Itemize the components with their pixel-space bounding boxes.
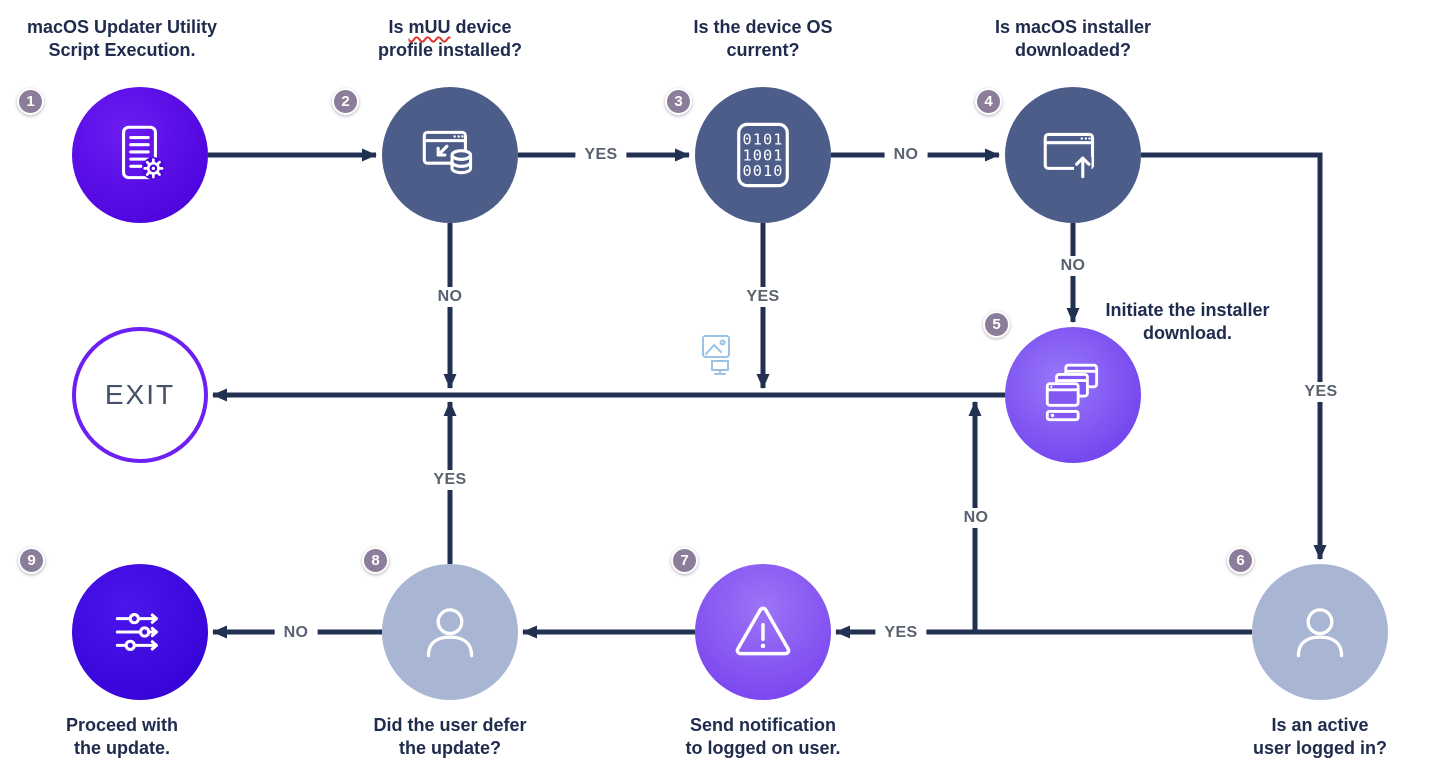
step-8-badge: 8 [362,547,389,574]
edge-label-n6-n7: YES [875,623,927,643]
step-3-number: 3 [674,93,683,110]
step-5-number: 5 [992,316,1001,333]
step-7-number: 7 [680,552,689,569]
step-6-number: 6 [1236,552,1245,569]
node-7-send-notification: 7 [671,547,831,700]
step-1-number: 1 [26,93,35,110]
step-6-badge: 6 [1227,547,1254,574]
node-6-label: Is an active user logged in? [1252,715,1387,758]
binary-line-3: 0010 [742,162,783,180]
cascading-windows-icon [1045,363,1099,422]
edge-label-n8-exit: YES [424,470,476,490]
edge-label-n2-exit: NO [428,287,472,307]
arrow-n4-n6 [1141,152,1327,560]
step-5-badge: 5 [983,311,1010,338]
edge-label-n3-n4: NO [884,145,928,165]
sliders-icon [115,612,158,652]
node-5-circle [1005,327,1141,463]
binary-line-2: 1001 [742,146,783,164]
node-exit: EXIT [72,327,208,463]
node-1-label: macOS Updater Utility Script Execution. [26,17,218,60]
node-8-user-defer: 8 [362,547,518,700]
node-7-label: Send notification to logged on user. [685,715,841,758]
image-placeholder-icon [702,335,730,375]
step-9-number: 9 [27,552,36,569]
node-3-label: Is the device OS current? [693,17,833,60]
node-8-label: Did the user defer the update? [373,715,527,758]
step-9-badge: 9 [18,547,45,574]
node-4-circle [1005,87,1141,223]
node-2-circle [382,87,518,223]
node-1-script-execution: 1 [17,87,208,223]
node-8-circle [382,564,518,700]
step-1-badge: 1 [17,88,44,115]
binary-line-1: 0101 [742,130,783,148]
node-5-label: Initiate the installer download. [1105,300,1270,343]
script-gear-icon [122,125,165,180]
edge-label-n8-n9: NO [274,623,318,643]
step-2-badge: 2 [332,88,359,115]
edge-label-n4-n6: YES [1295,382,1347,402]
node-1-circle [72,87,208,223]
step-2-number: 2 [341,93,350,110]
exit-label: EXIT [104,379,176,410]
app-window-upload-icon [1043,132,1095,179]
node-3-circle: 0101 1001 0010 [695,87,831,223]
app-window-database-icon [422,130,473,175]
exit-circle: EXIT [72,327,208,463]
node-6-circle [1252,564,1388,700]
node-2-profile-installed: 2 [332,87,518,223]
node-3-os-current: 3 0101 1001 0010 [665,87,831,223]
edge-label-n3-exit: YES [737,287,789,307]
user-icon [426,608,474,658]
step-7-badge: 7 [671,547,698,574]
warning-triangle-icon [735,606,791,656]
misspelled-word: mUU [408,17,451,37]
edge-label-n4-n5: NO [1051,256,1095,276]
binary-code-icon: 0101 1001 0010 [737,122,789,188]
node-9-proceed-update: 9 [18,547,208,700]
edge-label-n6-exit: NO [954,508,998,528]
step-4-badge: 4 [975,88,1002,115]
node-2-label-line1: Is mUU device [388,17,512,37]
node-4-installer-downloaded: 4 [975,87,1141,223]
node-4-label: Is macOS installer downloaded? [994,17,1152,60]
user-icon [1296,608,1344,658]
step-4-number: 4 [984,93,993,110]
node-7-circle [695,564,831,700]
step-8-number: 8 [371,552,380,569]
step-3-badge: 3 [665,88,692,115]
node-2-label: Is mUU device profile installed? [360,16,540,62]
node-9-circle [72,564,208,700]
node-5-initiate-download: 5 [983,311,1141,463]
node-6-active-user: 6 [1227,547,1388,700]
node-9-label: Proceed with the update. [65,715,179,758]
edge-label-n2-n3: YES [575,145,627,165]
